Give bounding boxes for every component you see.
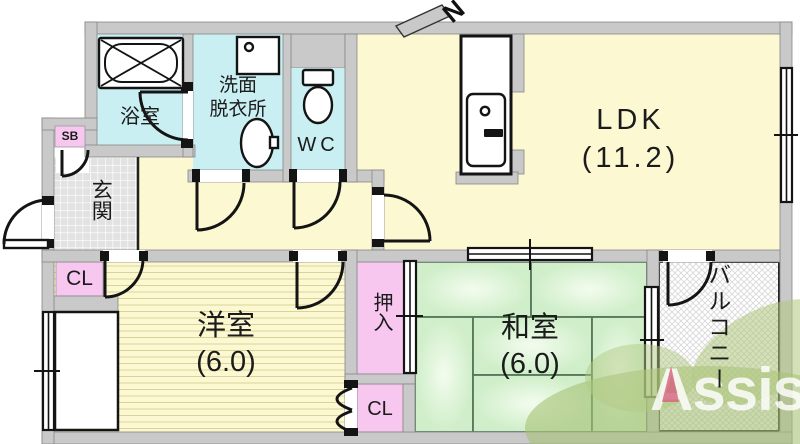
bath-door xyxy=(138,90,189,142)
entrance-door-leaf xyxy=(2,238,50,250)
toilet-icon xyxy=(301,68,335,125)
doors xyxy=(2,90,713,434)
closet-upper-box xyxy=(55,261,104,297)
oshiire-box xyxy=(356,261,407,375)
wc-room-label: WC xyxy=(297,134,339,156)
ldk-label: LDK xyxy=(596,104,665,136)
bath-room-label: 浴室 xyxy=(120,106,160,128)
oshiire-sliding-door xyxy=(396,259,423,375)
entrance-room-label: 玄関 xyxy=(89,179,113,221)
western-room-size: (6.0) xyxy=(196,346,256,379)
closet-upper-label: CL xyxy=(66,267,93,290)
washroom-label-line1: 洗面 xyxy=(218,75,257,96)
washing-machine-icon xyxy=(235,35,281,76)
basin-icon xyxy=(239,117,280,169)
bay-window xyxy=(53,310,120,432)
japanese-room-sliding-door xyxy=(466,239,594,270)
watermark-logo: Assist xyxy=(525,299,800,444)
oshiire-label: 押入 xyxy=(370,292,392,332)
balcony-door xyxy=(666,261,713,307)
japanese-room-size: (6.0) xyxy=(500,348,560,381)
ldk-room-label: LDK (11.2) xyxy=(533,102,728,177)
fixtures xyxy=(54,34,513,250)
ldk-hall-door xyxy=(383,193,432,243)
washroom-door xyxy=(195,182,246,232)
western-room-window xyxy=(34,310,60,432)
shoe-box-label: SB xyxy=(61,129,79,143)
closet-upper-door xyxy=(103,258,145,299)
western-room-door xyxy=(295,261,345,310)
wc-door xyxy=(292,181,342,230)
ldk-window xyxy=(774,66,798,204)
japanese-room-name: 和室 xyxy=(500,312,559,344)
ldk-floor xyxy=(357,34,780,250)
faucet-icon xyxy=(484,129,503,137)
washroom-label-line2: 脱衣所 xyxy=(209,98,267,120)
western-room-label: 洋室 (6.0) xyxy=(126,308,326,381)
bathtub-icon xyxy=(97,36,185,90)
balcony-label: バルコニー xyxy=(704,263,731,393)
kitchen-counter-icon xyxy=(459,34,513,176)
closet-lower-label: CL xyxy=(367,398,393,420)
shoe-box xyxy=(54,125,86,148)
duct-space xyxy=(290,33,346,69)
watermark-accent-triangle xyxy=(662,366,679,402)
entrance-door-arc xyxy=(2,198,49,245)
closet-lower-bifold-door xyxy=(335,386,353,434)
western-room-name: 洋室 xyxy=(196,310,255,342)
door-openings xyxy=(42,82,715,436)
closet-lower-box xyxy=(356,383,404,433)
ldk-size: (11.2) xyxy=(581,141,680,174)
japanese-room-label: 和室 (6.0) xyxy=(430,310,630,383)
shoe-box-door xyxy=(60,149,90,178)
washroom-label: 洗面 脱衣所 xyxy=(192,74,284,122)
